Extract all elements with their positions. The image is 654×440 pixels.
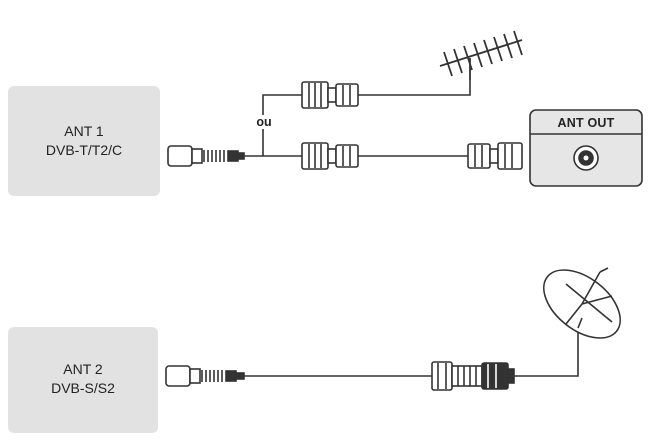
ant1-name: ANT 1	[64, 123, 104, 139]
ant1-label: ANT 1 DVB-T/T2/C	[8, 122, 160, 160]
ant1-cable	[244, 80, 471, 157]
aerial-antenna-icon	[439, 30, 523, 80]
ant2-plug-icon	[165, 365, 245, 387]
wall-coupler-icon	[301, 142, 359, 170]
ant1-plug-icon	[167, 145, 245, 167]
ant2-standard: DVB-S/S2	[51, 380, 115, 396]
lnb-connector-icon	[431, 361, 515, 391]
ant2-input-box	[8, 327, 158, 433]
ant2-cable	[244, 328, 579, 377]
ant2-name: ANT 2	[63, 361, 103, 377]
ant1-standard: DVB-T/T2/C	[45, 142, 123, 158]
ant-out-label: ANT OUT	[557, 116, 615, 130]
ant-out-plug-icon	[467, 142, 523, 170]
satellite-dish-icon	[543, 267, 621, 339]
ant1-input-box	[8, 86, 160, 196]
or-label: ou	[252, 115, 276, 129]
aerial-coupler-icon	[301, 81, 359, 109]
ant2-label: ANT 2 DVB-S/S2	[7, 360, 159, 398]
ant-out-socket-icon	[529, 109, 643, 187]
